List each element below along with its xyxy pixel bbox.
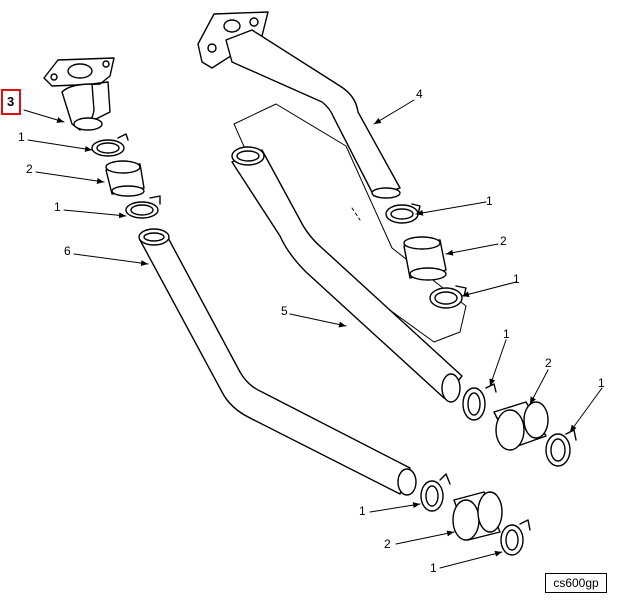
- center-mark: [351, 207, 361, 221]
- callout-clamp-1d: 1: [513, 272, 520, 286]
- callout-pipe-4: 4: [416, 87, 423, 101]
- clamp-bottom-a: [420, 473, 451, 512]
- coupling-right: [403, 236, 447, 281]
- clamp-right-bottom: [429, 285, 467, 309]
- clamp-right-top: [385, 203, 421, 224]
- callout-clamp-1g: 1: [359, 504, 366, 518]
- callout-clamp-1c: 1: [486, 194, 493, 208]
- callout-3-highlighted: 3: [1, 89, 21, 115]
- callout-clamp-1e: 1: [503, 327, 510, 341]
- callout-coupling-2d: 2: [384, 537, 391, 551]
- coupling-mid: [493, 401, 549, 451]
- pipe-part-6: [138, 228, 417, 496]
- clamp-bottom-b: [500, 519, 531, 556]
- pipe-part-4: [225, 29, 401, 199]
- callout-clamp-1b: 1: [54, 200, 61, 214]
- clamp-mid-a: [462, 383, 497, 421]
- coupling-bottom: [452, 491, 503, 541]
- pipe-part-5: [231, 146, 463, 403]
- callout-pipe-6: 6: [64, 244, 71, 258]
- coupling-left: [105, 160, 145, 197]
- callout-clamp-1a: 1: [18, 130, 25, 144]
- callout-coupling-2b: 2: [500, 234, 507, 248]
- clamp-left-bottom: [125, 195, 161, 219]
- callout-clamp-1f: 1: [598, 376, 605, 390]
- leader-lines: [23, 99, 603, 569]
- clamp-left-top: [91, 133, 129, 157]
- clamp-mid-b: [545, 429, 577, 467]
- figure-id-label: cs600gp: [545, 573, 607, 593]
- callout-pipe-5: 5: [281, 304, 288, 318]
- manifold-flange-left: [43, 57, 115, 131]
- callout-clamp-1h: 1: [430, 561, 437, 575]
- callout-coupling-2c: 2: [545, 356, 552, 370]
- callout-coupling-2a: 2: [26, 162, 33, 176]
